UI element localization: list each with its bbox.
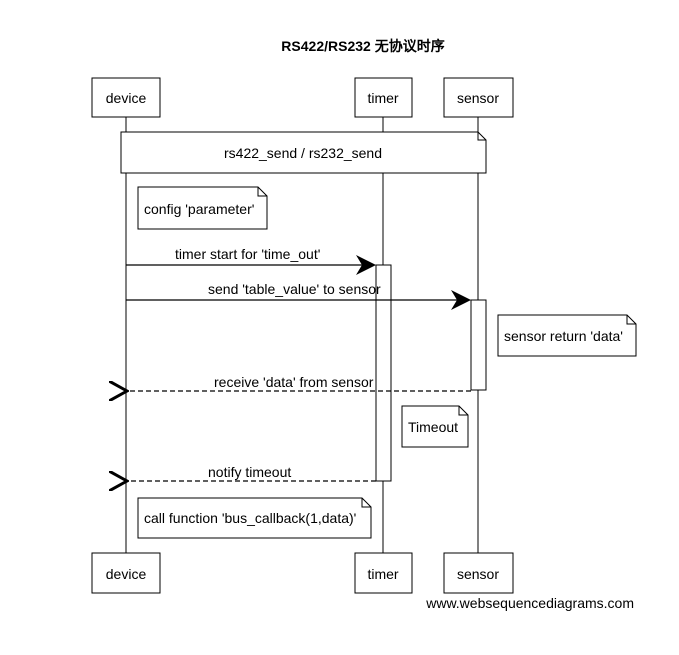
span-note: rs422_send / rs232_send (120, 131, 487, 174)
activation-sensor (470, 299, 487, 391)
activation-timer (375, 264, 392, 482)
diagram-title: RS422/RS232 无协议时序 (281, 38, 444, 54)
watermark-text: www.websequencediagrams.com (425, 595, 634, 611)
participant-label: device (106, 566, 147, 582)
participant-label: timer (367, 566, 398, 582)
participant-sensor-bottom: sensor (443, 552, 514, 594)
note-timeout: Timeout (401, 405, 469, 448)
message-send-table-label: send 'table_value' to sensor (208, 281, 381, 297)
note-sensor-return: sensor return 'data' (497, 314, 637, 357)
note-timeout-text: Timeout (408, 419, 458, 435)
message-timer-start-label: timer start for 'time_out' (175, 246, 320, 262)
note-callback: call function 'bus_callback(1,data)' (137, 497, 372, 539)
participant-label: sensor (457, 90, 499, 106)
participant-device-top: device (91, 77, 161, 118)
message-receive-data: receive 'data' from sensor (128, 374, 471, 391)
participant-label: device (106, 90, 147, 106)
participant-label: timer (367, 90, 398, 106)
note-sensor-return-text: sensor return 'data' (504, 328, 623, 344)
message-receive-data-label: receive 'data' from sensor (214, 374, 374, 390)
note-config: config 'parameter' (137, 186, 268, 230)
participant-timer-top: timer (354, 77, 413, 118)
participant-device-bottom: device (91, 552, 161, 594)
participant-sensor-top: sensor (443, 77, 514, 118)
message-timer-start: timer start for 'time_out' (126, 246, 376, 275)
message-send-table: send 'table_value' to sensor (126, 281, 471, 310)
message-notify-timeout: notify timeout (128, 464, 376, 481)
participant-label: sensor (457, 566, 499, 582)
message-notify-timeout-label: notify timeout (208, 464, 291, 480)
participant-timer-bottom: timer (354, 552, 413, 594)
note-config-text: config 'parameter' (144, 201, 254, 217)
span-note-text: rs422_send / rs232_send (224, 145, 382, 161)
note-callback-text: call function 'bus_callback(1,data)' (144, 510, 356, 526)
